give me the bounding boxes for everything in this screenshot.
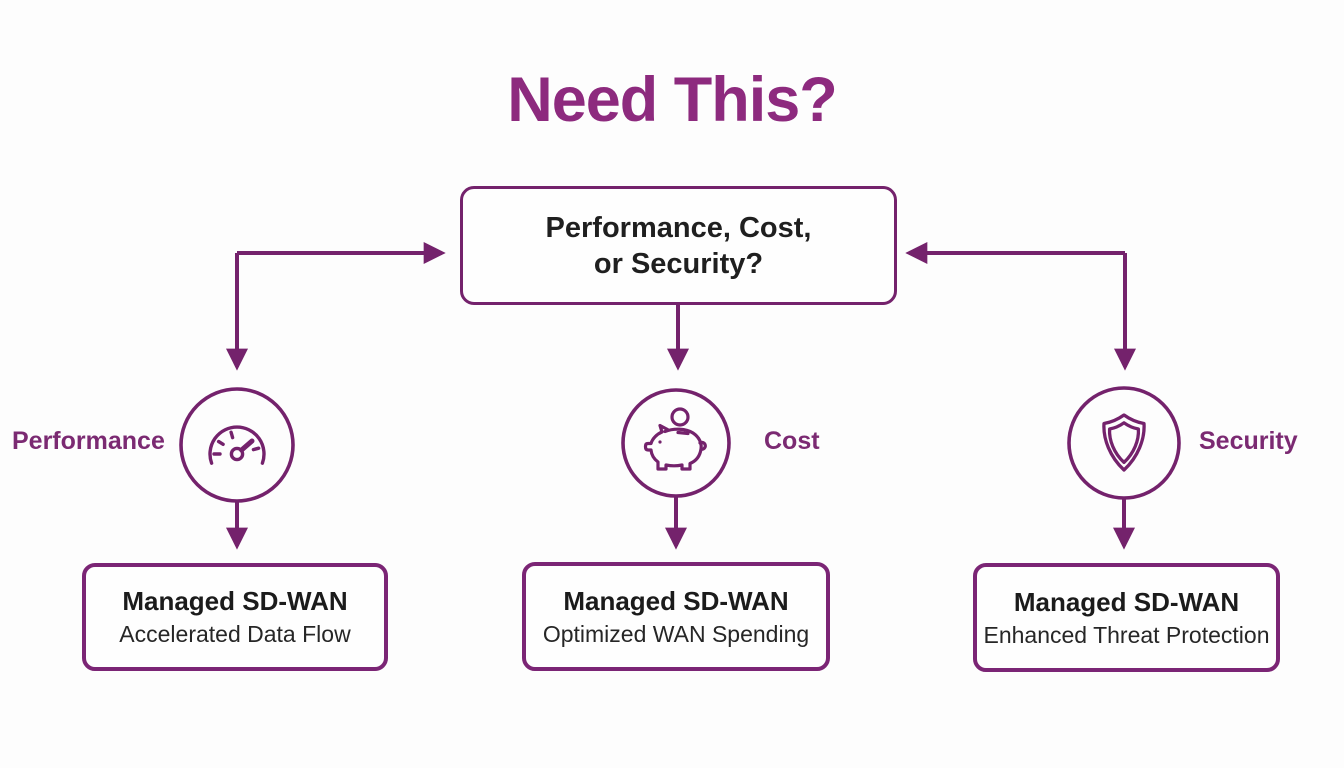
branch-label-cost: Cost bbox=[764, 427, 820, 455]
cost-icon-circle bbox=[621, 388, 731, 498]
branch-label-security: Security bbox=[1199, 427, 1298, 455]
result-box-security: Managed SD-WAN Enhanced Threat Protectio… bbox=[973, 563, 1280, 672]
piggy-bank-icon bbox=[643, 407, 707, 471]
speedometer-icon bbox=[208, 425, 266, 465]
decision-box: Performance, Cost, or Security? bbox=[460, 186, 897, 305]
result-subtitle-security: Enhanced Threat Protection bbox=[983, 621, 1270, 648]
result-box-performance: Managed SD-WAN Accelerated Data Flow bbox=[82, 563, 388, 671]
result-subtitle-cost: Optimized WAN Spending bbox=[542, 620, 810, 647]
page-title: Need This? bbox=[507, 65, 838, 135]
performance-icon-circle bbox=[179, 387, 295, 503]
security-icon-circle bbox=[1067, 386, 1181, 500]
decision-box-line2: or Security? bbox=[593, 247, 764, 280]
result-box-cost: Managed SD-WAN Optimized WAN Spending bbox=[522, 562, 830, 671]
result-subtitle-performance: Accelerated Data Flow bbox=[119, 621, 351, 647]
branch-label-performance: Performance bbox=[12, 427, 165, 455]
decision-box-line1: Performance, Cost, bbox=[545, 211, 812, 244]
arrow-performance-elbow bbox=[226, 242, 446, 371]
result-title-performance: Managed SD-WAN bbox=[122, 586, 348, 616]
shield-icon bbox=[1102, 413, 1146, 472]
arrow-security-elbow bbox=[905, 242, 1136, 371]
result-title-cost: Managed SD-WAN bbox=[563, 585, 789, 616]
result-title-security: Managed SD-WAN bbox=[1013, 586, 1240, 617]
